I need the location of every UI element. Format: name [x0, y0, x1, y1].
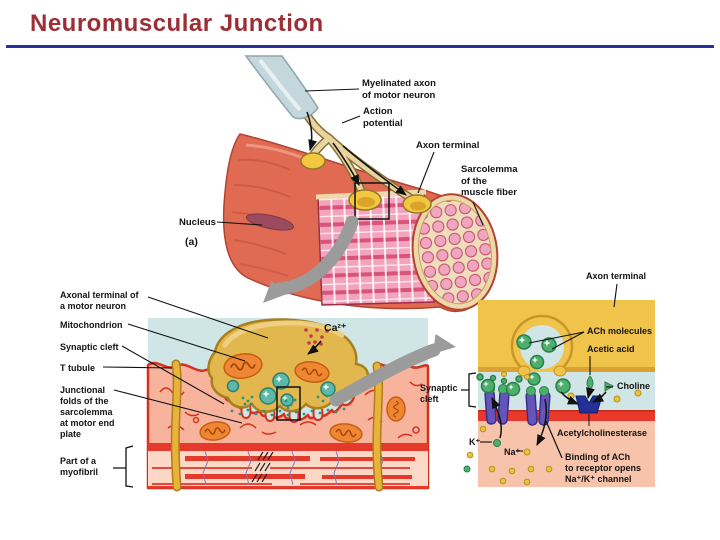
label-part-of-myofibril: Part of a myofibril — [60, 456, 99, 477]
label-calcium: Ca²⁺ — [324, 322, 347, 334]
muscle-mitochondria — [199, 396, 406, 443]
calcium-ions — [304, 328, 329, 346]
label-synaptic-cleft-left: Synaptic cleft — [60, 342, 119, 352]
label-myelinated-axon: Myelinated axon of motor neuron — [362, 78, 436, 101]
label-t-tubule: T tubule — [60, 363, 95, 373]
na-inflow-arrow — [536, 398, 548, 447]
title-underline — [6, 45, 714, 48]
label-action-potential: Action potential — [363, 106, 403, 129]
synaptic-vesicles — [226, 372, 336, 407]
label-binding-note: Binding of ACh to receptor opens Na⁺/K⁺ … — [565, 452, 642, 484]
label-axon-terminal-right: Axon terminal — [586, 271, 647, 281]
zoom-box-detail — [276, 386, 301, 421]
cleft-ach-dots — [230, 394, 346, 417]
label-sodium: Na⁺ — [504, 447, 521, 457]
axon-terminal-bulbs — [300, 152, 432, 214]
label-sarcolemma: Sarcolemma of the muscle fiber — [461, 164, 518, 199]
myofibril-band — [148, 443, 428, 489]
axonal-terminal-blob — [207, 318, 369, 413]
label-synaptic-cleft-right: Synaptic cleft — [420, 383, 458, 404]
label-ach-molecules: ACh molecules — [587, 326, 653, 336]
muscle-cross-section — [411, 193, 499, 311]
motor-neuron-axon — [244, 55, 432, 214]
slide-title: Neuromuscular Junction — [30, 10, 324, 37]
na-k-channels — [484, 384, 551, 426]
label-acetic-acid: Acetic acid — [587, 344, 635, 354]
label-mitochondrion: Mitochondrion — [60, 320, 123, 330]
zoom-box-top — [354, 182, 390, 220]
leader-lines — [102, 88, 618, 488]
k-outflow-arrow — [491, 396, 503, 439]
synapse-chemistry-panel — [463, 300, 655, 487]
label-junctional-folds: Junctional folds of the sarcolemma at mo… — [60, 385, 115, 439]
label-choline: Choline — [617, 381, 650, 391]
nucleus-shape — [245, 213, 295, 231]
ach-molecules-icons — [476, 334, 571, 397]
label-potassium: K⁺ — [469, 437, 481, 447]
magnify-arrow-2 — [329, 334, 456, 407]
label-figure-a: (a) — [185, 236, 198, 248]
label-acetylcholinesterase: Acetylcholinesterase — [557, 428, 648, 438]
label-axon-terminal-top: Axon terminal — [416, 140, 480, 151]
label-nucleus: Nucleus — [179, 217, 216, 228]
postsynaptic-membrane — [478, 410, 655, 421]
magnify-arrow-1 — [263, 215, 359, 303]
muscle-cytoplasm — [478, 421, 655, 487]
action-potential-arrows — [306, 111, 407, 196]
label-axonal-terminal: Axonal terminal of a motor neuron — [60, 290, 139, 311]
muscle-fiber — [222, 133, 499, 313]
